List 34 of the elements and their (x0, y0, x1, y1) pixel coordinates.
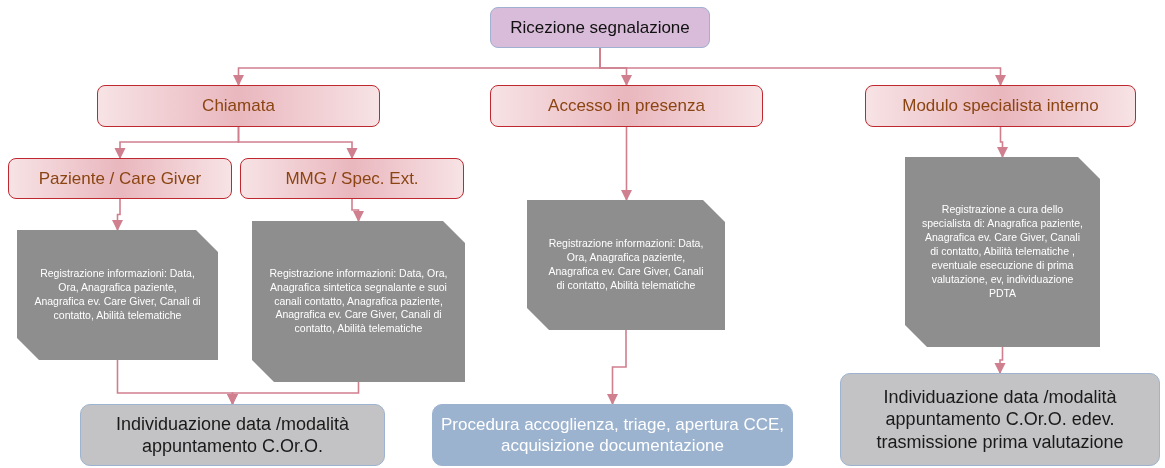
connector-arrow (237, 126, 358, 160)
connector-arrow (996, 126, 1009, 159)
procedure-box (432, 404, 793, 466)
box-label: Modulo specialista interno (902, 96, 1099, 116)
note-card (905, 157, 1100, 347)
box-label: Registrazione a cura dello specialista di: Anagrafica paziente, Anagrafica ev. Care Giver, Canali di contatto, Abilità telematiche , eventuale esecuzione di prima valutazione, ev, individuazione PDTA (921, 203, 1084, 301)
channel-box (865, 85, 1136, 127)
box-label: Individuazione data /modalità appuntamento C.Or.O. edev. trasmissione prima valutazione (875, 385, 1125, 454)
connector-arrow (351, 198, 365, 223)
connector-arrow (111, 198, 124, 232)
connector-arrow (994, 346, 1006, 375)
channel-box (97, 85, 380, 127)
box-label: Accesso in presenza (548, 96, 705, 116)
channel-box (240, 158, 464, 199)
box-label: Individuazione data /modalità appuntamento C.Or.O. (114, 412, 351, 458)
channel-box (490, 85, 763, 127)
connector-arrow (226, 381, 360, 406)
box-label: Chiamata (202, 96, 275, 116)
connector-arrow (606, 329, 627, 406)
note-card (252, 221, 465, 382)
box-label: Procedura accoglienza, triage, apertura CCE, acquisizione documentazione (441, 413, 784, 457)
box-label: Paziente / Care Giver (38, 168, 202, 189)
outcome-box (840, 373, 1160, 466)
connector-arrow (620, 126, 633, 202)
start-box (490, 7, 710, 48)
note-card (527, 200, 725, 330)
outcome-box (80, 404, 385, 466)
box-label: Registrazione informazioni: Data, Ora, Anagrafica paziente, Anagrafica ev. Care Giver, Canali di contatto, Abilità telematiche (33, 267, 202, 323)
channel-box (8, 158, 232, 199)
box-label: Registrazione informazioni: Data, Ora, Anagrafica paziente, Anagrafica ev. Care Giver, Canali di contatto, Abilità telematiche (547, 237, 705, 293)
note-card (17, 230, 218, 360)
box-label: MMG / Spec. Ext. (285, 168, 419, 189)
box-label: Registrazione informazioni: Data, Ora, Anagrafica sintetica segnalante e suoi canali contatto, Anagrafica paziente, Anagrafica ev. Care Giver, Canali di contatto, Abilità telematiche (268, 266, 449, 337)
box-label: Ricezione segnalazione (510, 17, 690, 38)
